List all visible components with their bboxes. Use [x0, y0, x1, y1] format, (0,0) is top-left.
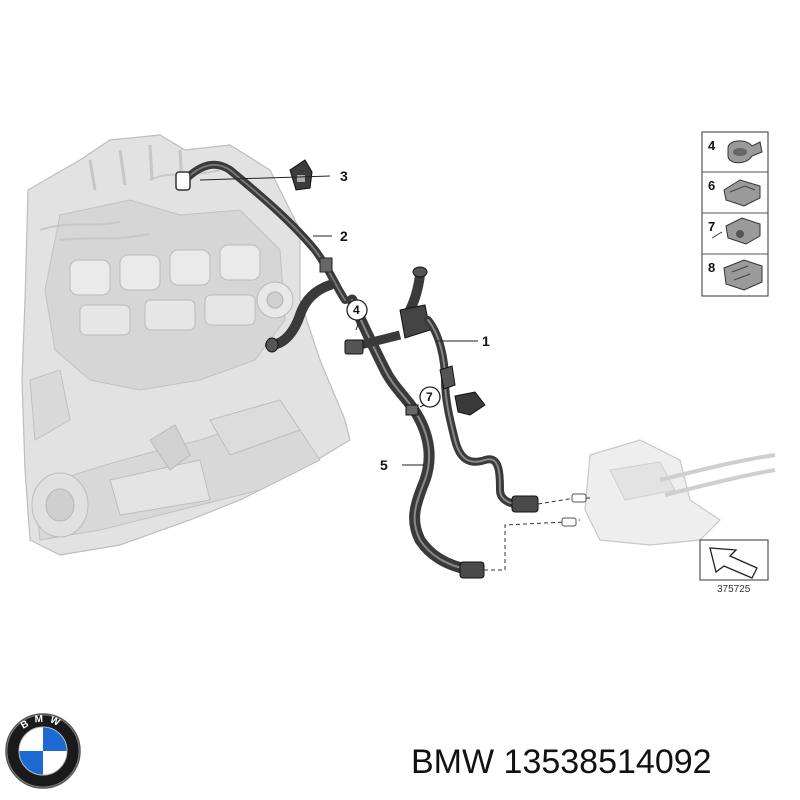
legend-item-8: 8 [708, 260, 715, 275]
circled-callout-7: 7 [419, 386, 441, 408]
clip-legend: 4 6 7 8 [701, 131, 769, 297]
bracket-part-3 [289, 159, 313, 191]
callout-7: 7 [426, 390, 433, 404]
legend-item-6: 6 [708, 178, 715, 193]
bmw-logo: BMW [5, 713, 81, 789]
clip-icon-8 [723, 259, 763, 291]
callout-5: 5 [380, 457, 388, 473]
callout-3: 3 [340, 168, 348, 184]
callout-1: 1 [482, 333, 490, 349]
clip-icon-7 [711, 217, 761, 245]
engine-block [21, 134, 351, 556]
hose-part-5 [346, 294, 485, 579]
leader-lines [199, 175, 478, 466]
callout-2: 2 [340, 228, 348, 244]
legend-item-7: 7 [708, 219, 715, 234]
hose-engine-connector [265, 280, 335, 353]
brand-name: BMW [411, 743, 495, 781]
reference-code: 375725 [717, 584, 751, 595]
callout-4: 4 [353, 303, 360, 317]
clip-connector-a [571, 493, 587, 503]
reference-box: 375725 [699, 539, 769, 595]
clip-icon-6 [723, 179, 761, 207]
hose-part-2 [175, 160, 349, 304]
radiator-ghost [584, 439, 776, 546]
clip-icon-4 [727, 140, 763, 164]
legend-item-4: 4 [708, 138, 716, 153]
footer-label: BMW 13538514092 [411, 740, 796, 784]
arrow-icon [709, 547, 758, 579]
part-number: 13538514092 [503, 743, 712, 781]
fitting-part-1 [344, 266, 539, 513]
clip-connector-b [561, 517, 577, 527]
circled-callout-4: 4 [346, 299, 368, 321]
